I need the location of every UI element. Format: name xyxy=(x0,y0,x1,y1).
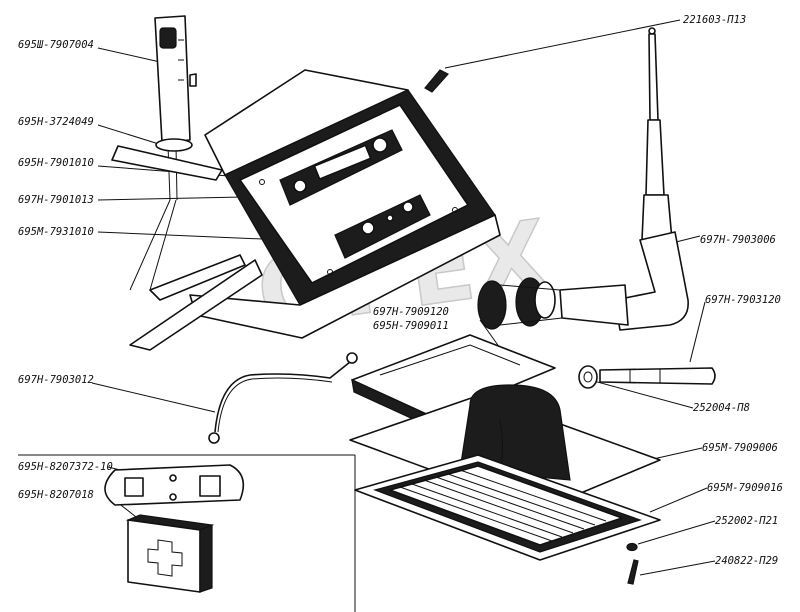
label-antenna-rod: 697Н-7903120 xyxy=(705,294,781,306)
label-nut: 252004-П8 xyxy=(693,402,750,414)
label-first-aid-box: 695Н-8207018 xyxy=(18,489,94,501)
label-speaker-grille: 695М-7909016 xyxy=(707,482,783,494)
radio-control-handset xyxy=(129,15,197,291)
first-aid-box xyxy=(125,514,215,593)
label-bracket: 695Н-3724049 xyxy=(18,116,94,128)
nut xyxy=(578,365,598,389)
plate xyxy=(104,464,245,506)
antenna-screw xyxy=(424,69,449,93)
washer xyxy=(626,542,638,552)
cable xyxy=(208,352,358,444)
label-antenna: 697Н-7903006 xyxy=(700,234,776,246)
label-speaker-case: 695М-7909006 xyxy=(702,442,778,454)
label-mount-frame: 695Н-7909011 xyxy=(373,320,449,332)
label-mount-plate: 697Н-7909120 xyxy=(373,306,449,318)
bracket xyxy=(111,138,223,181)
speaker-grille xyxy=(354,454,661,561)
label-radio-control: 695Ш-7907004 xyxy=(18,39,94,51)
receiver-unit xyxy=(129,69,501,351)
label-cable: 697Н-7903012 xyxy=(18,374,94,386)
label-antenna-screw: 221603-П13 xyxy=(683,14,746,26)
label-front-frame: 695М-7931010 xyxy=(18,226,94,238)
leader-lines xyxy=(18,19,716,612)
screw xyxy=(627,559,639,585)
label-screw: 240822-П29 xyxy=(715,555,778,567)
label-receiver-body: 695Н-7901010 xyxy=(18,157,94,169)
label-washer: 252002-П21 xyxy=(715,515,778,527)
part-labels: 695Ш-7907004 695Н-3724049 695Н-7901010 6… xyxy=(18,14,783,567)
label-plate: 695Н-8207372-10 xyxy=(18,461,113,473)
label-panel: 697Н-7901013 xyxy=(18,194,94,206)
antenna-rod xyxy=(599,367,716,385)
antenna-assembly xyxy=(477,27,689,331)
